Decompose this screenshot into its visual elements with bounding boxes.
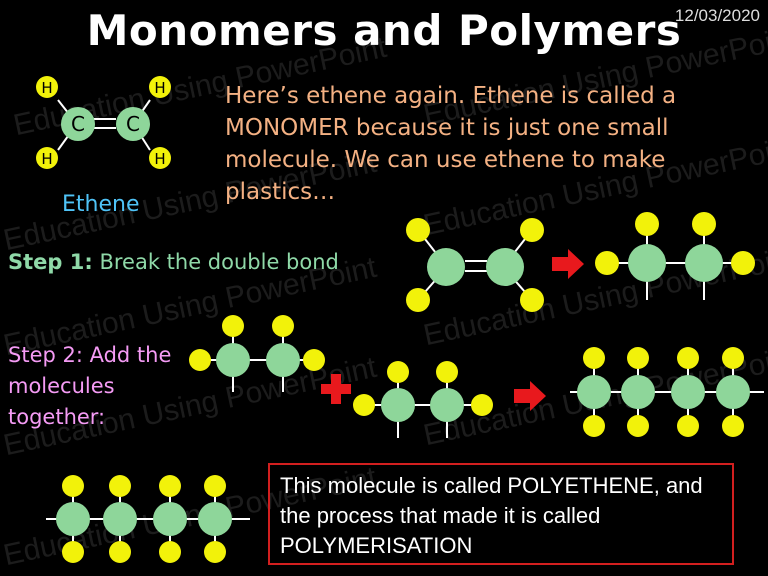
- hydrogen-atom: [353, 394, 375, 416]
- carbon-atom: [198, 502, 232, 536]
- hydrogen-atom: [520, 218, 544, 242]
- hydrogen-atom: [692, 212, 716, 236]
- step1-ethene-molecule: [406, 218, 544, 312]
- hydrogen-atom: [627, 347, 649, 369]
- plus-icon: [321, 374, 351, 404]
- hydrogen-atom: [436, 361, 458, 383]
- hydrogen-atom: [677, 415, 699, 437]
- carbon-atom: [427, 248, 465, 286]
- hydrogen-atom: [722, 415, 744, 437]
- hydrogen-atom: [62, 475, 84, 497]
- hydrogen-label: H: [154, 79, 165, 97]
- hydrogen-label: H: [154, 150, 165, 168]
- hydrogen-atom: [149, 147, 171, 169]
- hydrogen-atom: [62, 541, 84, 563]
- hydrogen-atom: [627, 415, 649, 437]
- hydrogen-atom: [159, 541, 181, 563]
- hydrogen-atom: [635, 212, 659, 236]
- carbon-atom: [61, 107, 95, 141]
- hydrogen-label: H: [41, 79, 52, 97]
- hydrogen-atom: [583, 347, 605, 369]
- hydrogen-atom: [222, 315, 244, 337]
- hydrogen-atom: [204, 475, 226, 497]
- carbon-atom: [486, 248, 524, 286]
- carbon-atom: [266, 343, 300, 377]
- carbon-atom: [56, 502, 90, 536]
- step1-prefix: Step 1:: [8, 250, 93, 274]
- hydrogen-atom: [387, 361, 409, 383]
- step1-opened-molecule: [595, 212, 755, 300]
- result-box: This molecule is called POLYETHENE, and …: [268, 463, 734, 565]
- hydrogen-atom: [189, 349, 211, 371]
- carbon-atom: [621, 375, 655, 409]
- slide-title: Monomers and Polymers: [86, 6, 682, 55]
- hydrogen-atom: [303, 349, 325, 371]
- ethene-structure: C C H H H H: [36, 76, 171, 169]
- carbon-atom: [685, 244, 723, 282]
- hydrogen-atom: [520, 288, 544, 312]
- hydrogen-atom: [731, 251, 755, 275]
- arrow-icon: [514, 381, 546, 411]
- step2-text: Step 2: Add the molecules together:: [8, 343, 172, 429]
- hydrogen-atom: [204, 541, 226, 563]
- carbon-atom: [430, 388, 464, 422]
- intro-text: Here’s ethene again. Ethene is called a …: [225, 83, 677, 205]
- carbon-atom: [216, 343, 250, 377]
- carbon-atom: [716, 375, 750, 409]
- slide-date: 12/03/2020: [674, 6, 760, 25]
- hydrogen-atom: [36, 76, 58, 98]
- carbon-atom: [116, 107, 150, 141]
- hydrogen-atom: [36, 147, 58, 169]
- hydrogen-atom: [583, 415, 605, 437]
- arrow-icon: [552, 249, 584, 279]
- carbon-atom: [577, 375, 611, 409]
- hydrogen-atom: [471, 394, 493, 416]
- hydrogen-atom: [109, 475, 131, 497]
- hydrogen-atom: [149, 76, 171, 98]
- step2-molecule-a: [189, 315, 325, 392]
- hydrogen-atom: [109, 541, 131, 563]
- carbon-atom: [103, 502, 137, 536]
- carbon-label: C: [126, 112, 140, 136]
- hydrogen-atom: [406, 218, 430, 242]
- hydrogen-atom: [677, 347, 699, 369]
- hydrogen-atom: [722, 347, 744, 369]
- step2-chain: [570, 347, 764, 437]
- hydrogen-atom: [159, 475, 181, 497]
- carbon-atom: [381, 388, 415, 422]
- hydrogen-atom: [272, 315, 294, 337]
- hydrogen-atom: [406, 288, 430, 312]
- carbon-label: C: [71, 112, 85, 136]
- hydrogen-atom: [595, 251, 619, 275]
- step1-description: Break the double bond: [99, 250, 339, 274]
- ethene-caption: Ethene: [62, 192, 140, 217]
- polyethene-chain: [46, 475, 250, 563]
- carbon-atom: [628, 244, 666, 282]
- carbon-atom: [153, 502, 187, 536]
- step2-molecule-b: [353, 361, 493, 438]
- step1-text: Step 1: Break the double bond: [8, 250, 339, 274]
- hydrogen-label: H: [41, 150, 52, 168]
- carbon-atom: [671, 375, 705, 409]
